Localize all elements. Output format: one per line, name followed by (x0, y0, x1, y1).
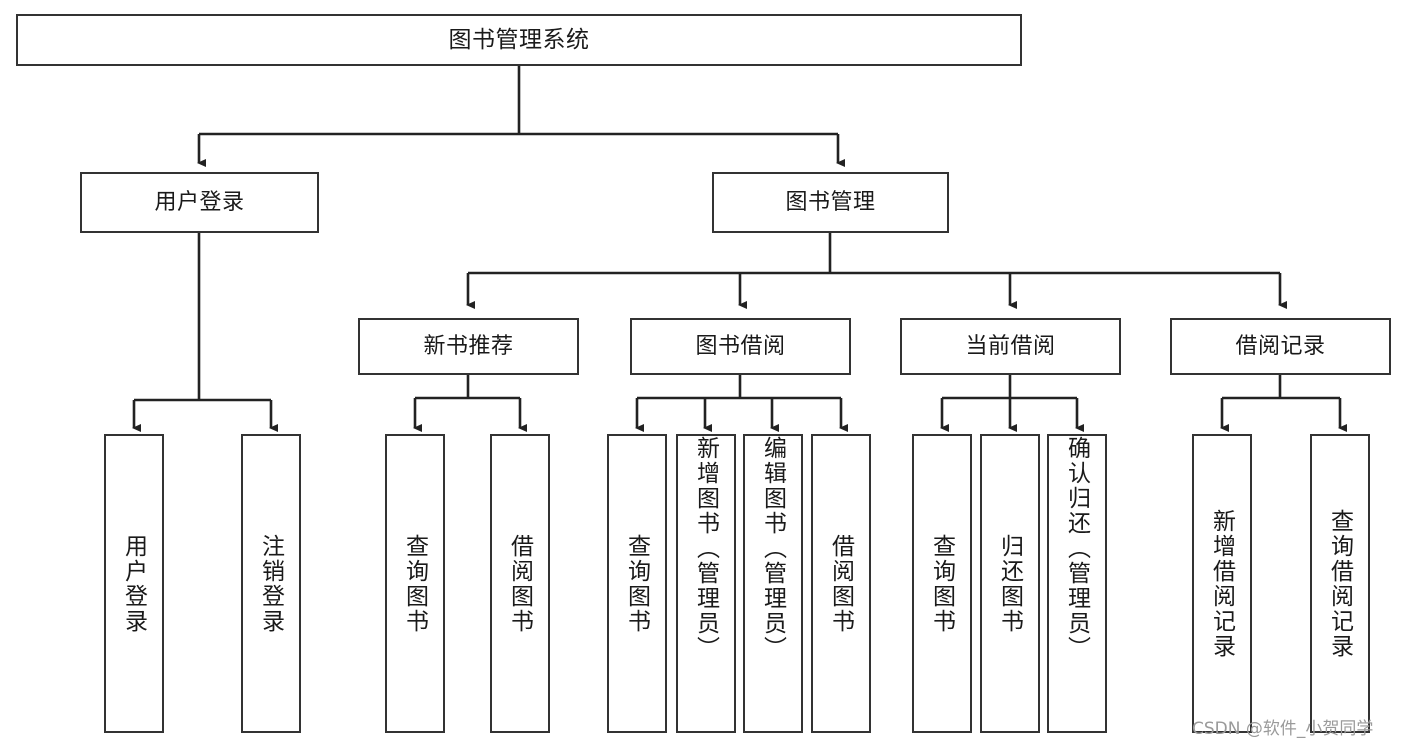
node-leaf-add-record-label: 新增借阅记录 (1209, 508, 1236, 659)
node-current-borrow-label: 当前借阅 (965, 333, 1056, 359)
node-leaf-logout[interactable]: 注销登录 (241, 434, 301, 733)
node-book-borrow[interactable]: 图书借阅 (630, 318, 851, 375)
node-leaf-add-book[interactable]: 新增图书（管理员） (676, 434, 736, 733)
node-current-borrow[interactable]: 当前借阅 (900, 318, 1121, 375)
node-leaf-confirm-return-label: 确认归还（管理员） (1064, 436, 1091, 661)
node-leaf-return-book[interactable]: 归还图书 (980, 434, 1040, 733)
node-leaf-edit-book-label: 编辑图书（管理员） (760, 436, 787, 661)
node-book-manage-label: 图书管理 (785, 189, 876, 215)
node-leaf-query-book-2[interactable]: 查询图书 (607, 434, 667, 733)
node-leaf-query-book-1-label: 查询图书 (402, 533, 429, 634)
node-leaf-borrow-book-2-label: 借阅图书 (828, 533, 855, 634)
node-book-manage[interactable]: 图书管理 (712, 172, 949, 233)
node-leaf-return-book-label: 归还图书 (997, 533, 1024, 634)
node-leaf-query-book-1[interactable]: 查询图书 (385, 434, 445, 733)
node-root[interactable]: 图书管理系统 (16, 14, 1022, 66)
node-leaf-add-book-label: 新增图书（管理员） (693, 436, 720, 661)
node-leaf-user-login-label: 用户登录 (121, 533, 148, 634)
node-root-label: 图书管理系统 (448, 26, 590, 53)
node-user-login[interactable]: 用户登录 (80, 172, 319, 233)
node-user-login-label: 用户登录 (154, 189, 245, 215)
node-new-book-rec-label: 新书推荐 (423, 333, 514, 359)
node-leaf-query-record[interactable]: 查询借阅记录 (1310, 434, 1370, 733)
node-book-borrow-label: 图书借阅 (695, 333, 786, 359)
node-leaf-logout-label: 注销登录 (258, 533, 285, 634)
node-leaf-confirm-return[interactable]: 确认归还（管理员） (1047, 434, 1107, 733)
node-leaf-borrow-book-1[interactable]: 借阅图书 (490, 434, 550, 733)
node-leaf-borrow-book-2[interactable]: 借阅图书 (811, 434, 871, 733)
node-leaf-query-book-3-label: 查询图书 (929, 533, 956, 634)
node-leaf-query-book-3[interactable]: 查询图书 (912, 434, 972, 733)
node-borrow-record-label: 借阅记录 (1235, 333, 1326, 359)
node-leaf-query-record-label: 查询借阅记录 (1327, 508, 1354, 659)
node-leaf-borrow-book-1-label: 借阅图书 (507, 533, 534, 634)
node-leaf-edit-book[interactable]: 编辑图书（管理员） (743, 434, 803, 733)
node-new-book-rec[interactable]: 新书推荐 (358, 318, 579, 375)
node-leaf-query-book-2-label: 查询图书 (624, 533, 651, 634)
node-leaf-user-login[interactable]: 用户登录 (104, 434, 164, 733)
node-borrow-record[interactable]: 借阅记录 (1170, 318, 1391, 375)
csdn-watermark: CSDN @软件_小贺同学 (1192, 719, 1374, 739)
node-leaf-add-record[interactable]: 新增借阅记录 (1192, 434, 1252, 733)
